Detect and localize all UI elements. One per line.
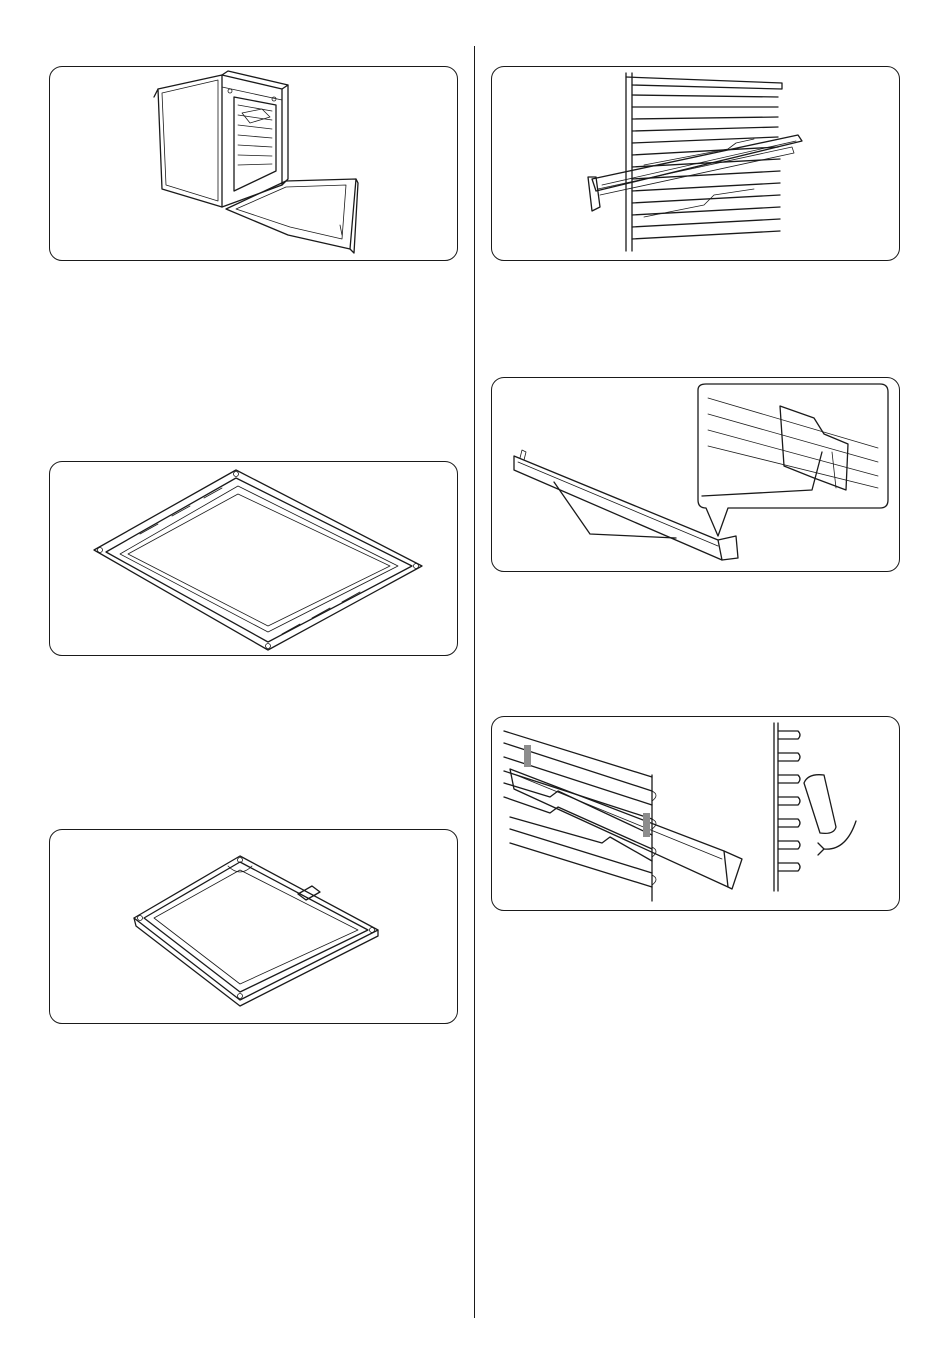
column-divider — [474, 46, 475, 1318]
runner-fitting-illustration — [492, 717, 900, 911]
figure-runner-fitting — [491, 716, 900, 911]
runner-end-cap — [804, 775, 836, 834]
oven-illustration — [50, 67, 458, 261]
figure-deep-pan — [49, 829, 458, 1024]
baking-tray-illustration — [50, 462, 458, 656]
figure-wire-shelf-on-runners — [491, 66, 900, 261]
runner-detail-illustration — [492, 378, 900, 572]
wire-shelf-illustration — [492, 67, 900, 261]
figure-baking-tray — [49, 461, 458, 656]
figure-telescopic-runner-detail — [491, 377, 900, 572]
deep-pan-illustration — [50, 830, 458, 1024]
fitting-marker-front — [524, 745, 531, 767]
fitting-marker-rear — [643, 813, 650, 837]
figure-oven-door-open — [49, 66, 458, 261]
